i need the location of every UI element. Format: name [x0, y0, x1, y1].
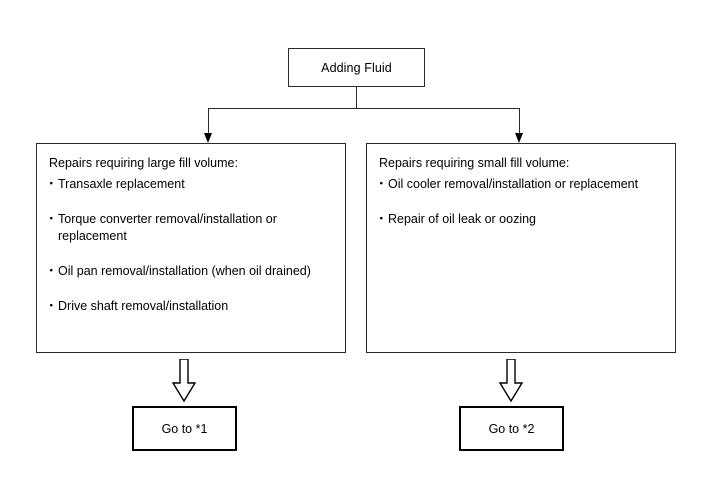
node-goto-1: Go to *1: [132, 406, 237, 451]
node-goto-1-label: Go to *1: [161, 421, 208, 436]
connector-horizontal-bar: [208, 108, 520, 109]
connector-drop-left: [208, 108, 209, 135]
small-fill-volume-heading: Repairs requiring small fill volume:: [379, 156, 570, 170]
node-goto-2: Go to *2: [459, 406, 564, 451]
list-item: Transaxle replacement: [45, 176, 335, 193]
connector-stem: [356, 87, 357, 109]
list-item: Drive shaft removal/installation: [45, 298, 335, 315]
node-adding-fluid: Adding Fluid: [288, 48, 425, 87]
large-fill-volume-heading: Repairs requiring large fill volume:: [49, 156, 238, 170]
node-adding-fluid-label: Adding Fluid: [321, 60, 392, 75]
node-goto-2-label: Go to *2: [488, 421, 535, 436]
arrow-down-icon-left: [204, 133, 212, 143]
list-item: Oil pan removal/installation (when oil d…: [45, 263, 335, 280]
node-small-fill-volume: Repairs requiring small fill volume: Oil…: [366, 143, 676, 353]
block-arrow-down-icon-left: [170, 359, 198, 403]
list-item: Oil cooler removal/installation or repla…: [375, 176, 665, 193]
small-fill-volume-list: Oil cooler removal/installation or repla…: [375, 176, 665, 228]
arrow-down-icon-right: [515, 133, 523, 143]
list-item: Torque converter removal/installation or…: [45, 211, 335, 245]
connector-drop-right: [519, 108, 520, 135]
block-arrow-down-icon-right: [497, 359, 525, 403]
node-large-fill-volume: Repairs requiring large fill volume: Tra…: [36, 143, 346, 353]
large-fill-volume-list: Transaxle replacement Torque converter r…: [45, 176, 335, 315]
list-item: Repair of oil leak or oozing: [375, 211, 665, 228]
